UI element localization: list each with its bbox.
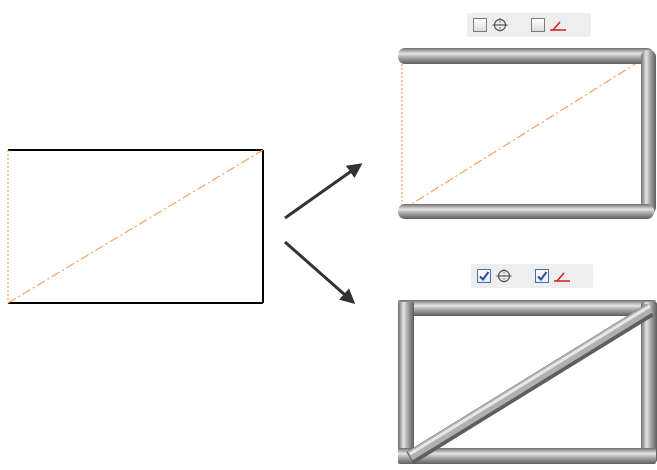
tube-right <box>641 302 657 462</box>
construction-line-diagonal <box>7 149 264 304</box>
arrow-up-right <box>284 163 363 220</box>
tube-bottom <box>398 448 656 464</box>
trim-corner-checkbox[interactable] <box>531 18 545 32</box>
option-profile-section <box>477 268 513 284</box>
tube-diagonal <box>407 303 653 461</box>
option-trim-corner <box>531 17 567 33</box>
profile-section-checkbox[interactable] <box>477 269 491 283</box>
arrow-down-right <box>284 240 356 304</box>
source-sketch <box>7 149 264 304</box>
option-bar-checked <box>471 264 593 288</box>
tube-left <box>398 302 414 462</box>
trim-corner-icon <box>550 21 566 31</box>
profile-section-icon <box>496 269 512 283</box>
trim-corner-checkbox[interactable] <box>535 269 549 283</box>
option-bar-unchecked <box>467 13 591 37</box>
tube-right <box>641 50 656 214</box>
profile-section-icon <box>492 18 508 32</box>
checkmark-icon <box>537 271 548 282</box>
tube-top <box>398 300 656 316</box>
tube-diagonal-highlight <box>409 304 651 456</box>
checkmark-icon <box>479 271 490 282</box>
result-unchecked <box>398 48 656 219</box>
construction-line-diagonal <box>401 55 649 211</box>
tube-top <box>398 48 654 64</box>
trim-corner-icon <box>554 272 570 282</box>
result-checked <box>398 300 657 464</box>
profile-section-checkbox[interactable] <box>473 18 487 32</box>
tube-bottom <box>398 204 654 219</box>
option-profile-section <box>473 17 509 33</box>
option-trim-corner <box>535 268 571 284</box>
